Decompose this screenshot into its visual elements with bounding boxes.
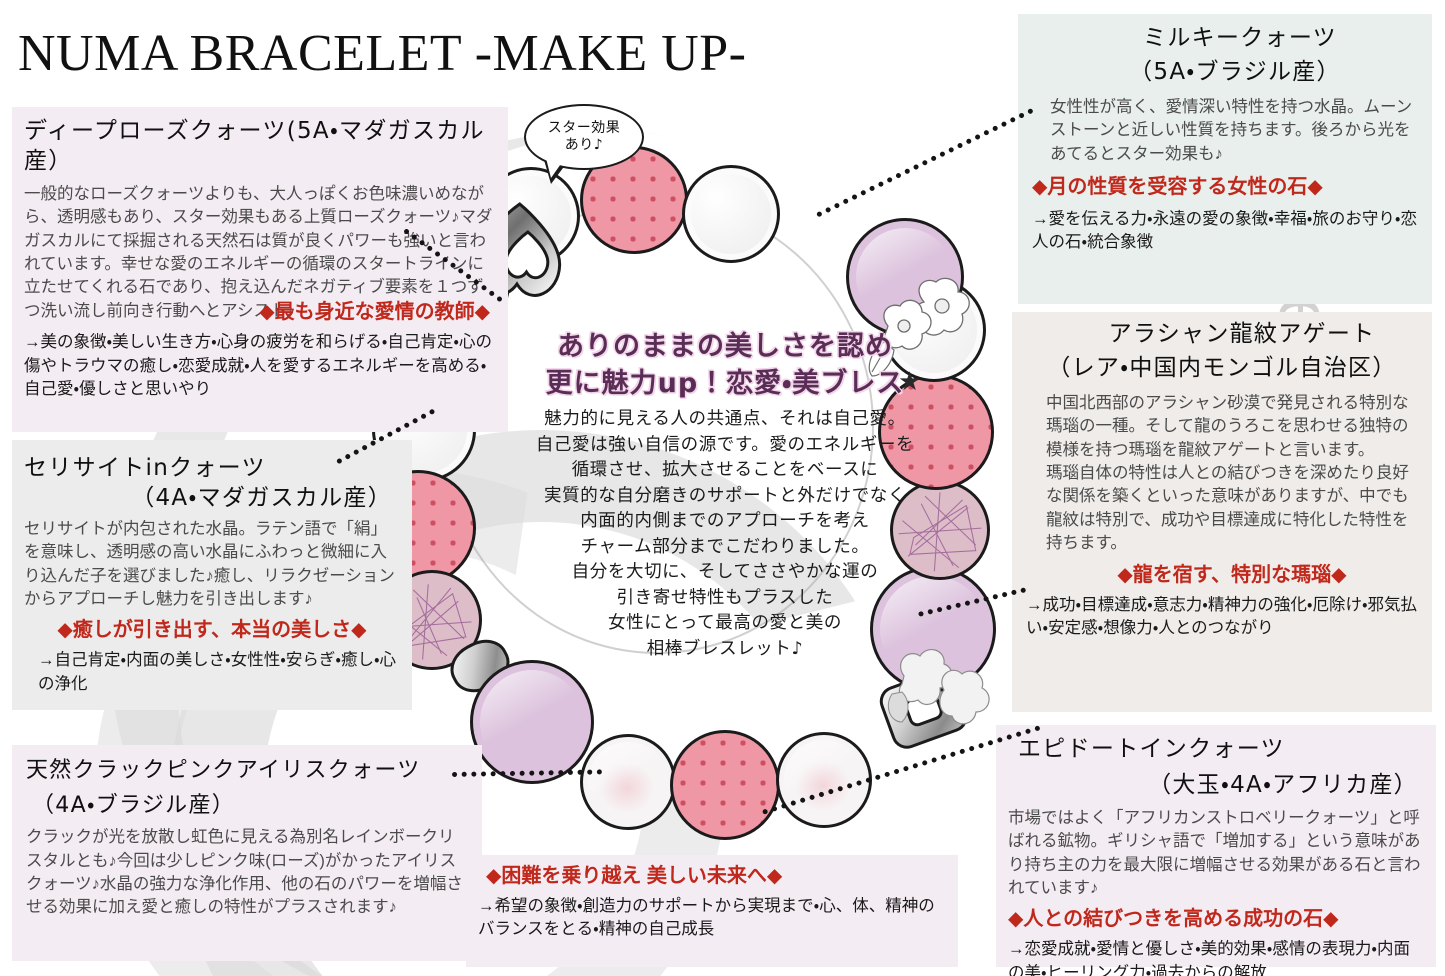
flower-decoration-bottom-right xyxy=(887,648,990,725)
speech-bubble-tail-fill xyxy=(546,158,565,178)
bracelet-illustration xyxy=(330,130,1090,840)
stone-name-epidote-line1: エピドートインクォーツ xyxy=(1018,736,1285,762)
hope-headline: ◆困難を乗り越え 美しい未来へ◆ xyxy=(486,865,783,887)
center-body-line-10: 相棒ブレスレット♪ xyxy=(646,639,804,660)
stone-name-epidote-line2: （大玉・4A・アフリカ産） xyxy=(1148,771,1418,798)
center-body-lines: 魅力的に見える人の共通点、それは自己愛。 自己愛は強い自信の源です。愛のエネルギ… xyxy=(480,407,970,662)
center-body-line-4: 実質的な自分磨きのサポートと外だけでなく xyxy=(544,485,906,506)
stone-headline-sericite: ◆癒しが引き出す、本当の美しさ◆ xyxy=(57,619,367,642)
flower-decoration-top-right xyxy=(868,277,970,377)
center-body-line-9: 女性にとって最高の愛と美の xyxy=(608,613,842,634)
center-body-line-8: 引き寄せ特性もプラスした xyxy=(616,587,834,608)
stone-body-sericite: セリサイトが内包された水晶。ラテン語で「絹」を意味し、透明感の高い水晶にふわっと… xyxy=(24,519,395,609)
center-copy-block: ありのままの美しさを認め 更に魅力up！恋愛・美ブレス ★ 魅力的に見える人の共… xyxy=(480,330,970,663)
center-body-line-1: 魅力的に見える人の共通点、それは自己愛。 xyxy=(544,409,906,430)
panel-hope-future: ◆困難を乗り越え 美しい未来へ◆ →希望の象徴・創造力のサポートから実現まで・心… xyxy=(466,855,958,967)
stone-body-crack: クラックが光を放散し虹色に見える為別名レインボークリスタルとも♪今回は少しピンク… xyxy=(26,828,463,917)
stone-effects-sericite: →自己肯定・内面の美しさ・女性性・安らぎ・癒し・心の浄化 xyxy=(38,651,397,693)
bead-milky-top-right xyxy=(682,165,780,263)
stone-name-milky-line1: ミルキークォーツ xyxy=(1143,25,1337,51)
star-icon: ★ xyxy=(898,366,922,396)
bead-crack-pink-iris-bottom-left xyxy=(580,734,676,830)
stone-effects-milky: →愛を伝える力・永遠の愛の象徴・幸福・旅のお守り・恋人の石・統合象徴 xyxy=(1032,210,1417,252)
stone-headline-deep-rose: ◆最も身近な愛情の教師◆ xyxy=(259,301,490,324)
speech-bubble-star-effect: スター効果 あり♪ xyxy=(524,104,644,170)
center-body-line-7: 自分を大切に、そしてささやかな運の xyxy=(571,562,879,583)
stone-name-sericite-line1: セリサイトinクォーツ xyxy=(24,455,266,481)
panel-sericite-in-quartz: セリサイトinクォーツ （4A・マダガスカル産） セリサイトが内包された水晶。ラ… xyxy=(12,440,412,710)
panel-crack-pink-iris-quartz: 天然クラックピンクアイリスクォーツ （4A・ブラジル産） クラックが光を放散し虹… xyxy=(12,745,482,961)
stone-headline-agate: ◆龍を宿す、特別な瑪瑙◆ xyxy=(1117,563,1347,586)
stone-body-milky: 女性性が高く、愛情深い特性を持つ水晶。ムーンストーンと近しい性質を持ちます。後ろ… xyxy=(1050,97,1413,163)
bead-epidote-right xyxy=(878,374,994,490)
stone-name-sericite-line2: （4A・マダガスカル産） xyxy=(131,484,392,511)
center-body-line-2: 自己愛は強い自信の源です。愛のエネルギーを xyxy=(535,434,915,455)
center-body-line-5: 内面的内側までのアプローチを考え xyxy=(580,511,870,532)
center-headline-line1: ありのままの美しさを認め xyxy=(557,331,893,362)
stone-body-deep-rose: 一般的なローズクォーツよりも、大人っぽくお色味濃いめながら、透明感もあり、スター… xyxy=(24,184,493,320)
stone-effects-deep-rose: →美の象徴・美しい生き方・心身の疲労を和らげる・自己肯定・心の傷やトラウマの癒し… xyxy=(24,333,492,399)
center-body-line-6: チャーム部分までこだわりました。 xyxy=(580,536,870,557)
stone-name-agate-line1: アラシャン龍紋アゲート xyxy=(1108,321,1376,347)
stone-name-crack-line2: （4A・ブラジル産） xyxy=(32,792,236,818)
stone-name-agate-line2: （レア・中国内モンゴル自治区） xyxy=(1047,354,1397,381)
stone-name-milky-line2: （5A・ブラジル産） xyxy=(1129,58,1341,85)
stone-effects-agate: →成功・目標達成・意志力・精神力の強化・厄除け・邪気払い・安定感・想像力・人との… xyxy=(1026,595,1418,638)
center-body-line-3: 循環させ、拡大させることをベースに xyxy=(571,460,879,481)
stone-name-deep-rose: ディープローズクォーツ(5A・マダガスカル産） xyxy=(24,118,485,174)
stone-body-epidote: 市場ではよく「アフリカンストロベリークォーツ」と呼ばれる鉱物。ギリシャ語で「増加… xyxy=(1008,808,1421,898)
stone-headline-milky: ◆月の性質を受容する女性の石◆ xyxy=(1032,176,1323,199)
panel-alashan-dragon-agate: アラシャン龍紋アゲート （レア・中国内モンゴル自治区） 中国北西部のアラシャン砂… xyxy=(1012,312,1432,712)
speech-bubble-text: スター効果 あり♪ xyxy=(547,119,621,154)
panel-deep-rose-quartz: ディープローズクォーツ(5A・マダガスカル産） 一般的なローズクォーツよりも、大… xyxy=(12,107,508,432)
stone-body-agate: 中国北西部のアラシャン砂漠で発見される特別な瑪瑙の一種。そして龍のうろこを思わせ… xyxy=(1046,393,1409,553)
stone-headline-epidote: ◆人との結びつきを高める成功の石◆ xyxy=(1008,908,1339,931)
bead-crack-pink-iris-bottom-right xyxy=(776,732,872,828)
hope-effects: →希望の象徴・創造力のサポートから実現まで・心、体、精神のバランスをとる・精神の… xyxy=(478,897,935,939)
stone-name-crack-line1: 天然クラックピンクアイリスクォーツ xyxy=(26,758,421,783)
panel-milky-quartz: ミルキークォーツ （5A・ブラジル産） 女性性が高く、愛情深い特性を持つ水晶。ム… xyxy=(1018,14,1432,304)
bead-epidote-bottom xyxy=(670,730,780,840)
bead-deep-rose-lower-left xyxy=(470,660,594,784)
page-title: NUMA BRACELET -MAKE UP- xyxy=(18,25,747,82)
panel-epidote-in-quartz: エピドートインクォーツ （大玉・4A・アフリカ産） 市場ではよく「アフリカンスト… xyxy=(996,725,1436,976)
center-headline-line2: 更に魅力up！恋愛・美ブレス xyxy=(545,367,905,399)
stone-effects-epidote: →恋愛成就・愛情と優しさ・美的効果・感情の表現力・内面の美・ヒーリング力・過去か… xyxy=(1008,940,1410,976)
